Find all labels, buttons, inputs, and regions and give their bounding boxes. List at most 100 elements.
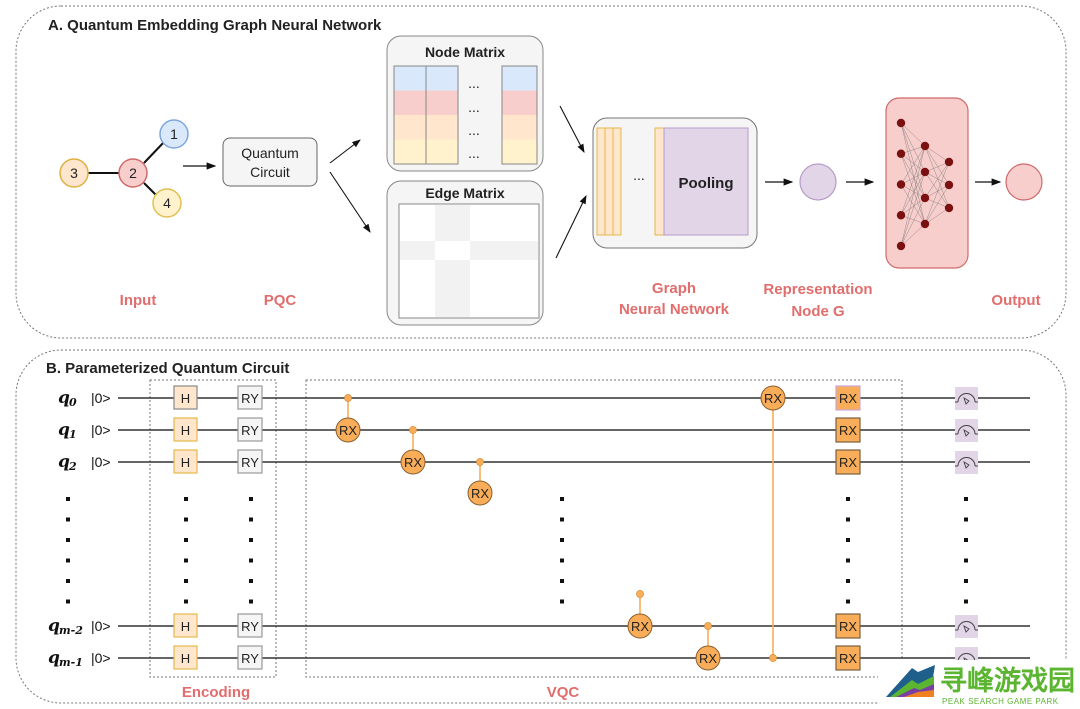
ellipsis-dot (560, 599, 564, 604)
meter-icon (955, 387, 978, 410)
mlp-edge (900, 215, 926, 225)
mlp-edge (924, 161, 950, 225)
gnn-layer (654, 127, 665, 236)
controlled-rx-label: RX (404, 455, 422, 470)
ry-gate (237, 417, 263, 442)
mlp-neuron (944, 180, 954, 190)
mlp-edge (900, 145, 926, 185)
graph-node-label: 3 (70, 165, 78, 181)
ellipsis-dot (560, 579, 564, 583)
ellipsis-dot (560, 497, 564, 501)
meter-arc (957, 621, 976, 631)
node-matrix-cell (394, 90, 426, 115)
stage-label-gnn-2: Neural Network (619, 301, 730, 318)
qubit-initial-state: |0> (91, 618, 111, 634)
graph-node-label: 2 (129, 165, 137, 181)
quantum-circuit-box: Quantum Circuit (222, 137, 318, 187)
qubit-initial-state: |0> (91, 650, 111, 666)
meter-icon (955, 419, 978, 442)
h-gate-label: H (181, 619, 190, 634)
controlled-rx-label: RX (339, 423, 357, 438)
mlp-edge (900, 153, 926, 173)
rx-gate-label: RX (839, 391, 857, 406)
meter-needle (963, 428, 970, 437)
mlp-neuron (896, 211, 906, 220)
mlp-edge (900, 153, 926, 199)
ry-gate (237, 449, 263, 474)
mlp-edge (900, 171, 926, 216)
node-matrix-cell (426, 115, 458, 140)
edge-matrix-cell (435, 205, 470, 317)
arrow-pqc-to-node-matrix (329, 139, 361, 164)
node-matrix-title: Node Matrix (425, 44, 505, 60)
graph-node-3: 3 (59, 158, 89, 188)
representation-node (799, 163, 837, 201)
ellipsis-dot (249, 579, 253, 583)
h-gate (173, 645, 198, 670)
meter-arc (957, 457, 976, 467)
mlp-edge (900, 197, 926, 216)
rx-gate (835, 417, 861, 443)
watermark-logo-icon (886, 665, 935, 697)
mlp-neuron (896, 149, 906, 158)
ellipsis: ... (468, 145, 480, 161)
mlp-edge (924, 197, 950, 209)
controlled-rx-gate (627, 613, 653, 639)
mlp-edge (900, 145, 926, 247)
rx-gate (835, 385, 861, 411)
mlp-neuron (896, 241, 906, 251)
ellipsis: ... (468, 75, 480, 91)
meter-arc (957, 393, 976, 403)
ellipsis-dot (964, 558, 968, 563)
qubit-initial-state: |0> (91, 422, 111, 438)
encoding-label: Encoding (182, 684, 250, 701)
control-dot (704, 622, 712, 630)
mlp-edge (924, 161, 950, 173)
node-matrix-cell (394, 66, 426, 91)
panel-b-title: B. Parameterized Quantum Circuit (46, 360, 289, 377)
control-dot (769, 654, 777, 662)
arrow-edge-matrix-to-gnn (555, 195, 587, 259)
control-dot (344, 394, 352, 402)
controlled-rx-label: RX (631, 619, 649, 634)
rx-gate (835, 613, 861, 639)
mlp-neuron (920, 167, 930, 177)
qubit-subscript: 0 (69, 396, 77, 409)
qubit-label: q (48, 648, 60, 668)
ry-gate-label: RY (241, 455, 259, 470)
controlled-rx-label: RX (764, 391, 782, 406)
gnn-layer (604, 127, 614, 236)
ellipsis-dot (964, 599, 968, 604)
watermark-en: PEAK SEARCH GAME PARK (942, 697, 1059, 706)
edge-matrix-cell (435, 241, 470, 260)
qubit-label: q (58, 452, 70, 472)
measure-box (955, 419, 978, 442)
ellipsis-dot (66, 599, 70, 604)
ellipsis: ... (468, 122, 480, 138)
graph-node-1: 1 (159, 119, 189, 149)
edge-matrix-title: Edge Matrix (425, 185, 505, 201)
panel-a-title: A. Quantum Embedding Graph Neural Networ… (48, 17, 382, 34)
ry-gate-label: RY (241, 619, 259, 634)
h-gate-label: H (181, 391, 190, 406)
ellipsis-dot (249, 599, 253, 604)
vqc-region (305, 379, 903, 678)
ellipsis-dot (964, 579, 968, 583)
watermark: 寻峰游戏园 PEAK SEARCH GAME PARK (878, 660, 1080, 709)
mlp-edge (924, 207, 950, 225)
mlp-edge (924, 145, 950, 163)
mlp-block (885, 97, 969, 269)
ellipsis-dot (66, 558, 70, 563)
qubit-subscript: m-1 (59, 656, 83, 669)
pooling-block (663, 127, 749, 236)
controlled-rx-gate (400, 449, 426, 475)
rx-gate-label: RX (839, 619, 857, 634)
mlp-neuron (896, 180, 906, 189)
controlled-rx-label: RX (699, 651, 717, 666)
stage-label-pqc: PQC (264, 292, 297, 309)
ellipsis-dot (560, 517, 564, 522)
qubit-initial-state: |0> (91, 454, 111, 470)
ellipsis-dot (846, 538, 850, 542)
